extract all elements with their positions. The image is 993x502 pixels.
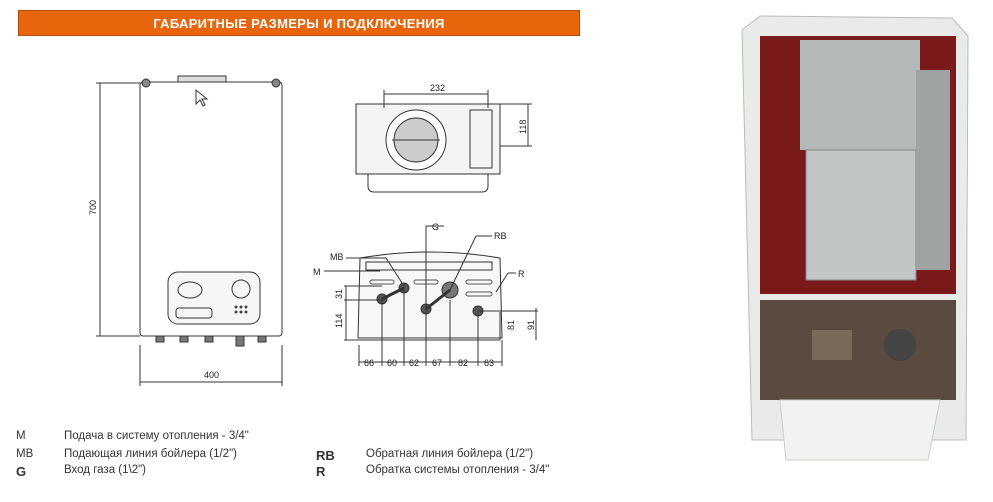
label-g: G bbox=[432, 222, 439, 232]
dim-81: 81 bbox=[506, 320, 516, 330]
section-header: ГАБАРИТНЫЕ РАЗМЕРЫ И ПОДКЛЮЧЕНИЯ bbox=[18, 10, 580, 36]
legend-code: G bbox=[16, 464, 27, 479]
label-mb: MB bbox=[330, 252, 344, 262]
label-rb: RB bbox=[494, 231, 507, 241]
boiler-photo bbox=[741, 15, 969, 461]
legend-code: R bbox=[316, 464, 326, 479]
section-title: ГАБАРИТНЫЕ РАЗМЕРЫ И ПОДКЛЮЧЕНИЯ bbox=[153, 15, 445, 31]
dim-63: 63 bbox=[484, 358, 494, 368]
dim-66: 66 bbox=[364, 358, 374, 368]
top-width-dimension: 232 bbox=[430, 83, 445, 93]
dim-91: 91 bbox=[526, 320, 536, 330]
label-r: R bbox=[518, 269, 525, 279]
dim-31: 31 bbox=[334, 289, 344, 299]
legend-text: Подача в систему отопления - 3/4" bbox=[64, 430, 249, 442]
dim-114: 114 bbox=[334, 314, 344, 328]
front-view-drawing bbox=[96, 75, 283, 386]
dim-82: 82 bbox=[458, 358, 468, 368]
legend-text: Подающая линия бойлера (1/2") bbox=[64, 448, 237, 460]
top-view-drawing bbox=[355, 90, 532, 193]
height-dimension: 700 bbox=[88, 200, 98, 215]
width-dimension: 400 bbox=[204, 370, 219, 380]
dim-62: 62 bbox=[409, 358, 419, 368]
top-depth-dimension: 118 bbox=[518, 120, 528, 134]
dim-67: 67 bbox=[432, 358, 442, 368]
legend-text: Обратка системы отопления - 3/4" bbox=[366, 464, 550, 476]
legend-code: RB bbox=[316, 448, 335, 463]
bottom-view-drawing bbox=[324, 225, 538, 366]
label-m: M bbox=[313, 267, 321, 277]
legend-text: Вход газа (1\2") bbox=[64, 464, 147, 476]
legend-code: M bbox=[16, 430, 26, 442]
legend-code: MB bbox=[16, 448, 34, 460]
dim-60: 60 bbox=[387, 358, 397, 368]
legend-text: Обратная линия бойлера (1/2") bbox=[366, 448, 534, 460]
